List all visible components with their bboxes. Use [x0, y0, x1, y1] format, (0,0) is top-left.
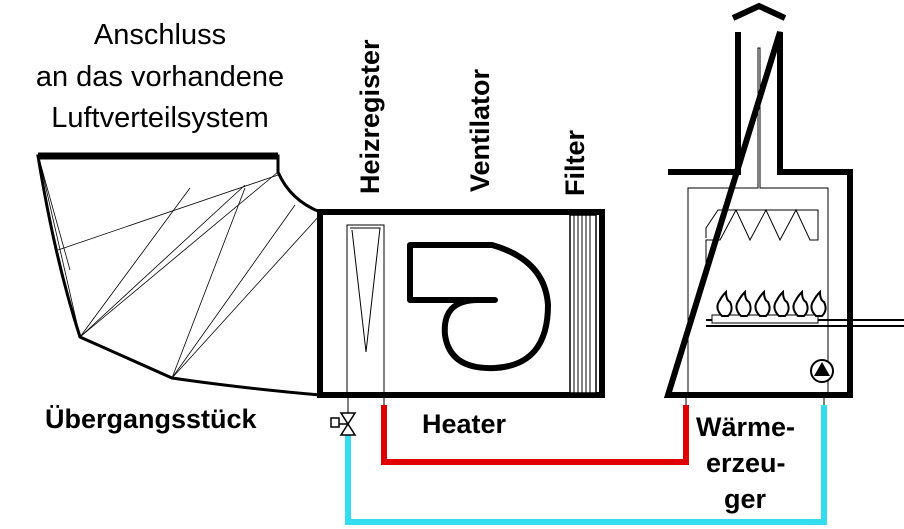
chimney-cap-icon: [731, 2, 787, 21]
heating-coil-label: Heizregister: [355, 39, 385, 194]
supply-pipe: [381, 405, 689, 465]
return-pipe: [345, 405, 827, 525]
generator-line-3: ger: [724, 484, 767, 514]
pump-icon: [810, 359, 834, 383]
valve-icon: [330, 412, 357, 436]
air-handling-unit: [317, 209, 605, 398]
transition-label: Übergangsstück: [45, 404, 257, 434]
generator-line-1: Wärme-: [696, 412, 796, 442]
title-line-2: an das vorhandene: [35, 61, 285, 93]
title-line-1: Anschluss: [93, 19, 227, 51]
duct-fold-lines: [39, 161, 321, 379]
heating-coil: [346, 224, 385, 394]
fan-label: Ventilator: [465, 68, 495, 192]
heater-label: Heater: [422, 409, 507, 439]
filter-element: [569, 214, 597, 394]
filter-label: Filter: [560, 129, 590, 196]
title-line-3: Luftverteilsystem: [51, 102, 269, 134]
fan-icon: [407, 242, 551, 372]
heat-exchanger: [705, 208, 819, 270]
generator-line-2: erzeu-: [706, 448, 786, 478]
piping: [330, 395, 827, 525]
heat-generator: [663, 2, 904, 398]
burner-flames-icon: [716, 289, 827, 317]
transition-duct: [36, 152, 322, 397]
